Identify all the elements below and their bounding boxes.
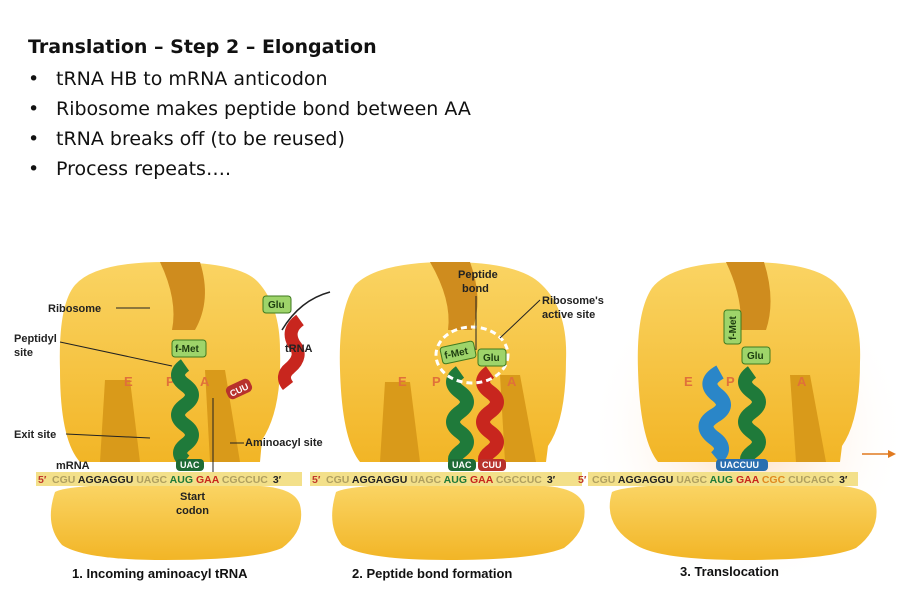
panel-translocation: E P A f-Met Glu UACCUU 5′ CGU AGGAGGU UA… (578, 262, 900, 590)
amino-acid-box (171, 339, 207, 358)
panel-peptide-bond-formation: E P A f-Met Glu UAC CUU 5′ CGU AGGAGGU U… (310, 262, 604, 581)
site-p: P (432, 374, 441, 389)
amino-acid-box (439, 340, 477, 365)
bullet-dot-icon: • (28, 158, 40, 180)
bullet-item: • tRNA breaks off (to be reused) (28, 124, 471, 154)
site-a: A (797, 374, 807, 389)
site-e: E (124, 374, 133, 389)
label-ribosome: Ribosome (48, 303, 101, 315)
bullet-text: tRNA breaks off (to be reused) (56, 128, 345, 150)
ribosome-large-subunit (59, 262, 281, 462)
incoming-arrow-icon (281, 291, 331, 331)
trna-red-incoming (278, 314, 305, 391)
panel-incoming-aminoacyl-trna: E P A f-Met Glu CUU UAC 5′ CGU AGGAGGU U… (14, 262, 331, 581)
ribosome-tunnel (726, 262, 771, 330)
anticodon-uac-box (176, 459, 204, 471)
mrna-sequence: 5′ CGU AGGAGGU UAGC AUG GAA CGCCUC 3′ (312, 474, 556, 486)
bullet-item: • tRNA HB to mRNA anticodon (28, 64, 471, 94)
mrna-band (310, 472, 582, 486)
caption-1: 1. Incoming aminoacyl tRNA (72, 566, 248, 581)
leader-line (65, 433, 151, 439)
label-aminoacyl-site: Aminoacyl site (245, 437, 323, 449)
anticodon-cuu-box (225, 378, 253, 400)
site-a: A (507, 374, 517, 389)
amino-acid-glu: Glu (268, 300, 285, 311)
slide-title: Translation – Step 2 – Elongation (28, 36, 377, 58)
amino-acid-fmet: f-Met (443, 346, 469, 362)
label-peptidyl-site: site (14, 347, 33, 359)
ribosome-cleft (100, 380, 140, 462)
site-e: E (684, 374, 693, 389)
bullet-list: • tRNA HB to mRNA anticodon • Ribosome mak… (28, 64, 471, 184)
amino-acid-fmet: f-Met (175, 344, 200, 355)
mrna-sequence: 5′ CGU AGGAGGU UAGC AUG GAA CGCCUC 3′ (38, 474, 282, 486)
ribosome-cleft (500, 375, 536, 462)
ribosome-cleft (205, 370, 240, 462)
site-p: P (726, 374, 735, 389)
ribosome-small-subunit (332, 486, 585, 560)
arrow-head-icon (888, 450, 896, 458)
label-mrna: mRNA (56, 460, 90, 472)
bullet-item: • Ribosome makes peptide bond between AA (28, 94, 471, 124)
ribosome-tunnel (160, 262, 205, 330)
slide-text-block: Translation – Step 2 – Elongation • tRNA … (28, 36, 471, 184)
trna-red (476, 366, 504, 471)
site-p: P (166, 374, 175, 389)
amino-acid-box (723, 309, 742, 345)
anticodon-uaccuu: UACCUU (720, 460, 759, 470)
ribosome-tunnel (430, 262, 478, 330)
trna-green (171, 359, 199, 467)
anticodon-uac: UAC (180, 460, 200, 470)
leader-line (59, 341, 173, 367)
label-start-codon: Start (180, 491, 205, 503)
bullet-dot-icon: • (28, 68, 40, 90)
ribosome-cleft (790, 375, 826, 462)
ribosome-small-subunit (50, 486, 302, 560)
amino-acid-box (477, 348, 507, 367)
bullet-text: Ribosome makes peptide bond between AA (56, 98, 471, 120)
ribosome-small-subunit (609, 486, 877, 560)
bullet-item: • Process repeats…. (28, 154, 471, 184)
caption-3: 3. Translocation (680, 564, 779, 579)
site-e: E (398, 374, 407, 389)
trna-green (446, 366, 474, 471)
label-trna: tRNA (285, 343, 313, 355)
label-exit-site: Exit site (14, 429, 56, 441)
mrna-band (588, 472, 858, 486)
leader-line (499, 299, 541, 339)
site-a: A (200, 374, 210, 389)
amino-acid-box (262, 295, 292, 314)
anticodon-cuu: CUU (482, 460, 502, 470)
bullet-dot-icon: • (28, 128, 40, 150)
ribosome-cleft (380, 382, 420, 462)
caption-2: 2. Peptide bond formation (352, 566, 512, 581)
label-peptidyl-site: Peptidyl (14, 333, 57, 345)
anticodon-uaccuu-box (716, 459, 768, 471)
mrna-band (36, 472, 302, 486)
anticodon-uac-box (448, 459, 476, 471)
label-active-site: active site (542, 309, 595, 321)
mrna-sequence: 5′ CGU AGGAGGU UAGC AUG GAA CGC CUCAGC 3… (578, 474, 848, 486)
bullet-text: Process repeats…. (56, 158, 231, 180)
trna-blue-exiting (698, 365, 731, 464)
anticodon-cuu-box (478, 459, 506, 471)
trna-green (738, 366, 766, 471)
bullet-text: tRNA HB to mRNA anticodon (56, 68, 328, 90)
bullet-dot-icon: • (28, 98, 40, 120)
amino-acid-fmet: f-Met (728, 315, 739, 340)
label-peptide-bond: Peptide (458, 269, 498, 281)
amino-acid-glu: Glu (483, 353, 500, 364)
label-start-codon: codon (176, 505, 209, 517)
amino-acid-box (741, 346, 771, 365)
amino-acid-glu: Glu (747, 351, 764, 362)
peptide-bond-highlight (434, 325, 510, 385)
anticodon-uac: UAC (452, 460, 472, 470)
label-active-site: Ribosome's (542, 295, 604, 307)
label-peptide-bond: bond (462, 283, 489, 295)
